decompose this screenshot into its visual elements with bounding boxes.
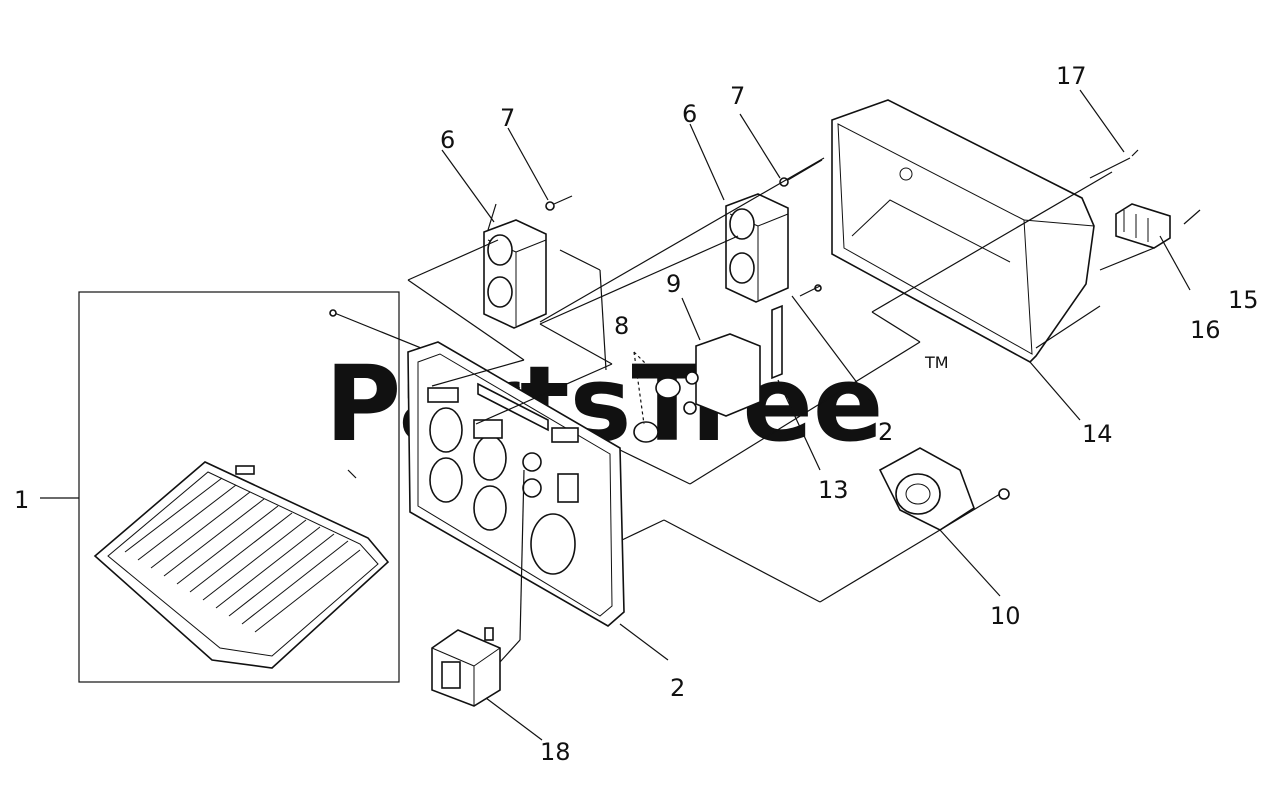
receptacle-left	[483, 195, 573, 329]
callout-1: 1	[14, 486, 29, 514]
circuit-breaker	[681, 297, 761, 417]
callout-8: 8	[614, 312, 629, 340]
watermark-trademark: TM	[924, 353, 949, 372]
leader-lines	[407, 89, 1155, 741]
callout-9: 9	[666, 270, 681, 298]
outlet-cover	[93, 461, 390, 669]
callout-6-left: 6	[440, 126, 455, 154]
bracket	[771, 284, 822, 471]
callout-17: 17	[1056, 62, 1087, 90]
callout-10: 10	[990, 602, 1021, 630]
indicator-lamps	[633, 351, 681, 443]
receptacle-right	[725, 159, 823, 303]
panel-housing	[831, 99, 1095, 421]
callout-6-right: 6	[682, 100, 697, 128]
control-panel	[407, 341, 625, 627]
callout-2-lower: 2	[670, 674, 685, 702]
callout-7-left: 7	[500, 104, 515, 132]
callout-16: 16	[1190, 316, 1221, 344]
callout-18: 18	[540, 738, 571, 766]
callout-14: 14	[1082, 420, 1113, 448]
callout-13: 13	[818, 476, 849, 504]
callout-15: 15	[1228, 286, 1259, 314]
callout-labels: 1 2 2 6 6 7 7 8 9 10 13 14 15 16 17 18	[14, 62, 1259, 766]
callout-7-right: 7	[730, 82, 745, 110]
rocker-switch	[431, 469, 525, 707]
callout-2-upper: 2	[878, 418, 893, 446]
fuse-holder	[1089, 149, 1201, 291]
twist-lock-receptacle	[878, 447, 1010, 597]
